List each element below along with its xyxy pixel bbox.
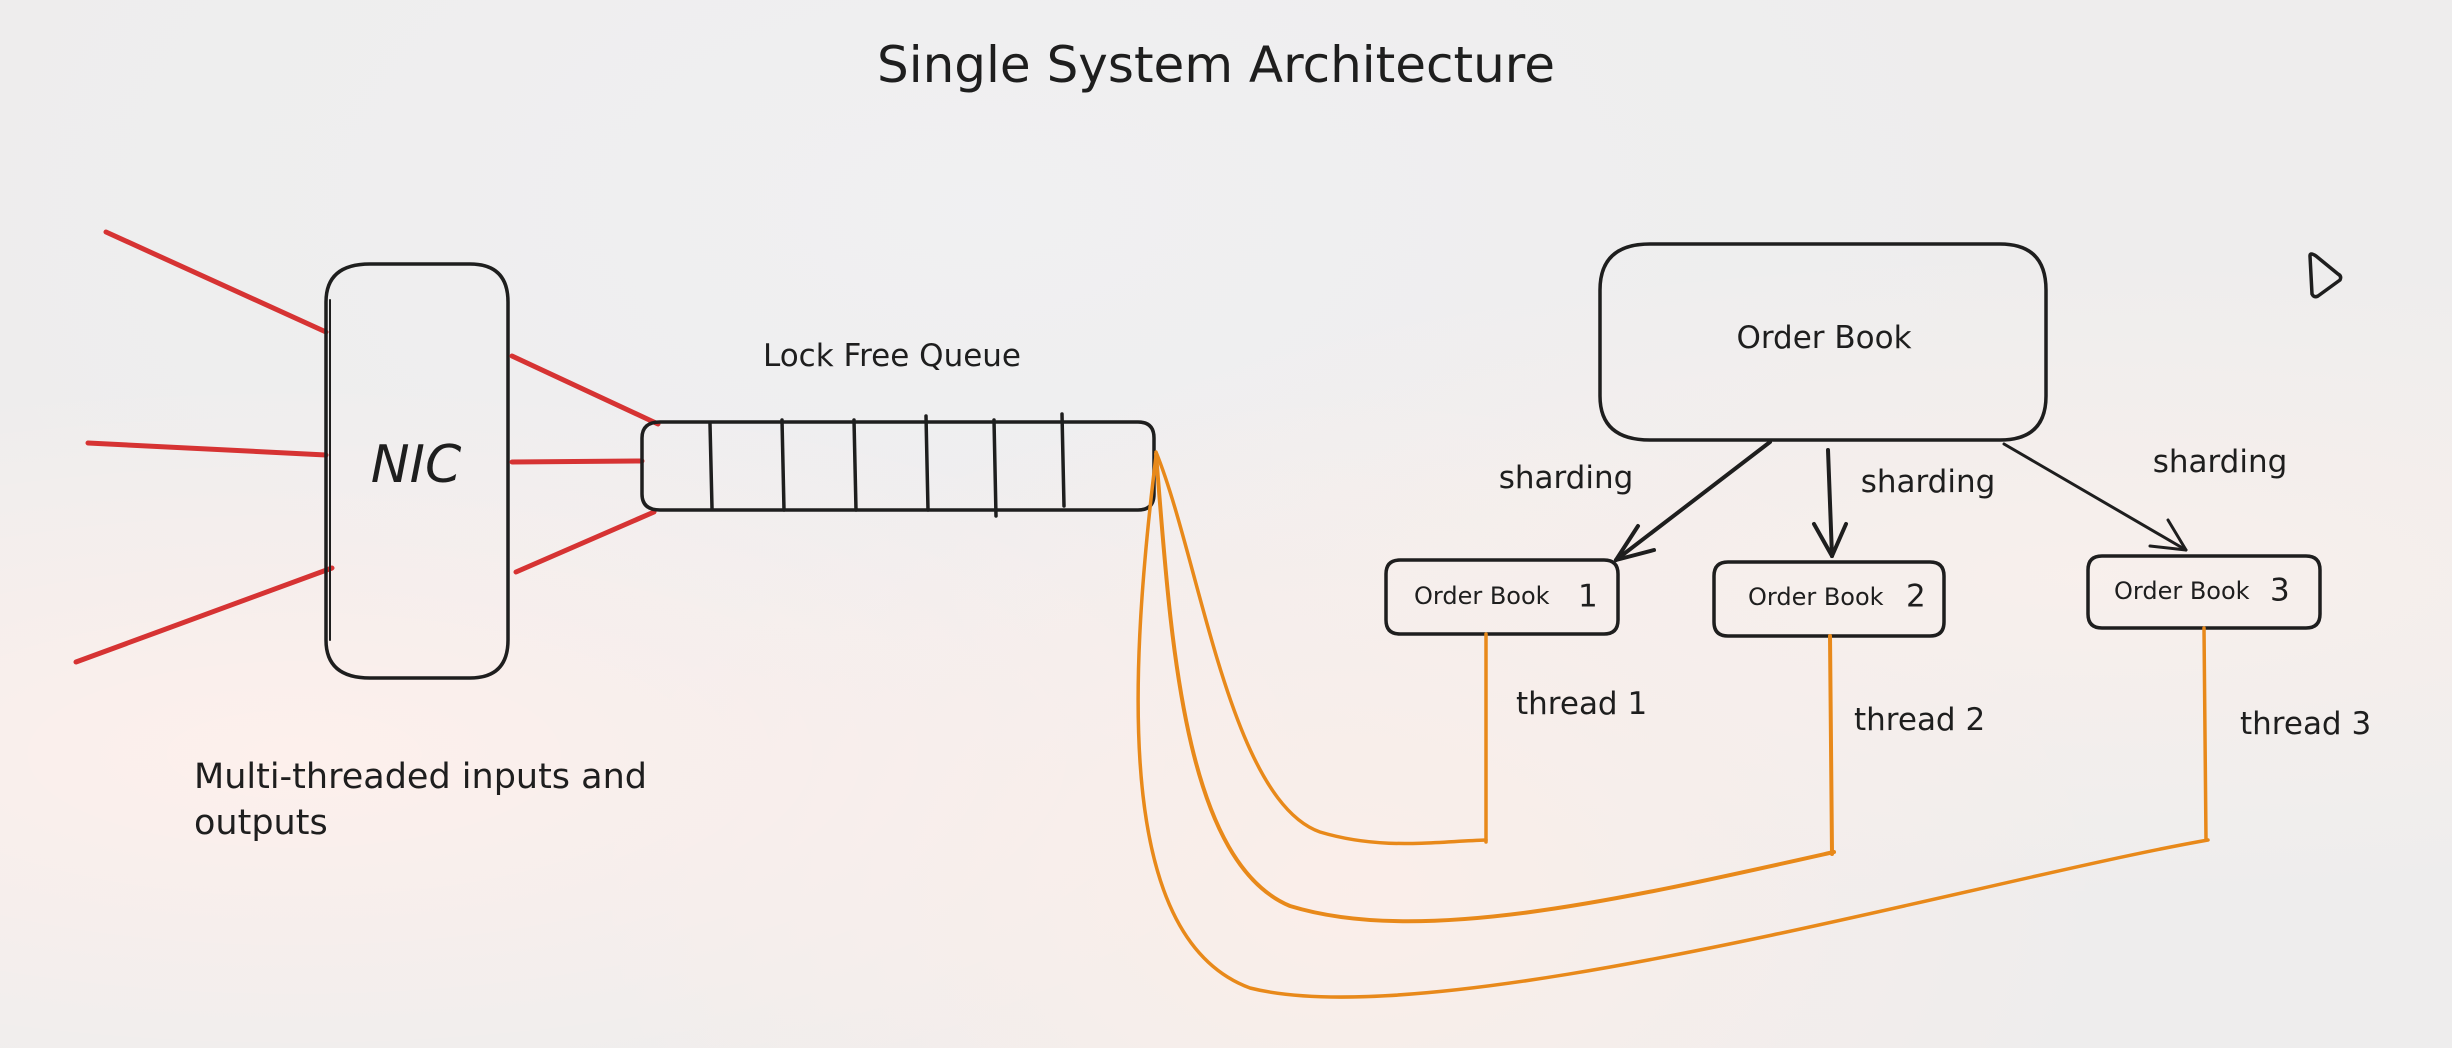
thread-label-3: thread 3: [2240, 706, 2371, 742]
queue-input-line: [509, 458, 645, 465]
shard-box: [2086, 554, 2322, 630]
input-lines: [73, 229, 335, 665]
sharding-label-3: sharding: [2153, 444, 2288, 480]
queue-box: [640, 420, 1156, 512]
sharding-arrow-1: [1614, 440, 1772, 562]
thread-lines: thread 1 thread 2 thread 3: [1136, 450, 2371, 999]
main-order-book-box: [1598, 242, 2048, 442]
queue-slot-divider: [780, 418, 786, 512]
shard-box: [1712, 560, 1946, 638]
nic-label: NIC: [371, 435, 462, 495]
order-book-shard-1[interactable]: Order Book 1: [1384, 558, 1620, 636]
note-text: Multi-threaded inputs and outputs: [194, 757, 647, 843]
thread-line-3-vertical: [2202, 626, 2208, 842]
queue-slot-divider: [992, 418, 998, 518]
arrow-head-icon: [1614, 524, 1656, 562]
shard-label: Order Book: [2114, 577, 2250, 605]
sharding-label-2: sharding: [1861, 464, 1996, 500]
shard-index: 3: [2270, 573, 2290, 609]
nic-node[interactable]: NIC: [324, 262, 510, 680]
thread-label-2: thread 2: [1854, 702, 1985, 738]
arrow-head-icon: [1812, 522, 1848, 558]
input-line: [85, 440, 329, 458]
diagram-title: Single System Architecture: [877, 36, 1555, 94]
queue-slot-divider: [1060, 412, 1066, 508]
lock-free-queue[interactable]: Lock Free Queue: [640, 338, 1156, 518]
thread-line-2-curve: [1154, 452, 1836, 924]
shard-label: Order Book: [1748, 583, 1884, 611]
input-line: [73, 565, 335, 665]
order-book-shard-2[interactable]: Order Book 2: [1712, 560, 1946, 638]
input-line: [103, 229, 329, 335]
note-line-2: outputs: [194, 803, 328, 843]
order-book-shard-3[interactable]: Order Book 3: [2086, 554, 2322, 630]
sharding-arrows: sharding sharding sharding: [1499, 440, 2288, 562]
shard-box: [1384, 558, 1620, 636]
note-line-1: Multi-threaded inputs and: [194, 757, 647, 797]
thread-line-2-vertical: [1828, 634, 1834, 856]
shard-index: 2: [1906, 579, 1926, 615]
sharding-label-1: sharding: [1499, 460, 1634, 496]
thread-label-1: thread 1: [1516, 686, 1647, 722]
arrow-head-icon: [2148, 518, 2188, 552]
queue-slot-divider: [708, 422, 714, 510]
queue-slot-divider: [924, 414, 930, 512]
cursor-pointer-icon: [2308, 252, 2343, 299]
thread-line-3-curve: [1136, 454, 2210, 999]
main-order-book-node[interactable]: Order Book: [1598, 242, 2048, 442]
shard-index: 1: [1578, 579, 1598, 615]
thread-line-1-curve: [1154, 450, 1488, 846]
nic-to-queue-lines: [509, 353, 661, 575]
nic-box: [324, 262, 510, 680]
queue-label: Lock Free Queue: [763, 338, 1021, 374]
queue-slot-divider: [852, 418, 858, 512]
queue-input-line: [513, 509, 657, 575]
sharding-arrow-2: [1826, 448, 1834, 558]
main-order-book-label: Order Book: [1736, 320, 1911, 356]
shard-label: Order Book: [1414, 582, 1550, 610]
sharding-arrow-3: [2002, 442, 2188, 552]
queue-input-line: [509, 353, 661, 427]
